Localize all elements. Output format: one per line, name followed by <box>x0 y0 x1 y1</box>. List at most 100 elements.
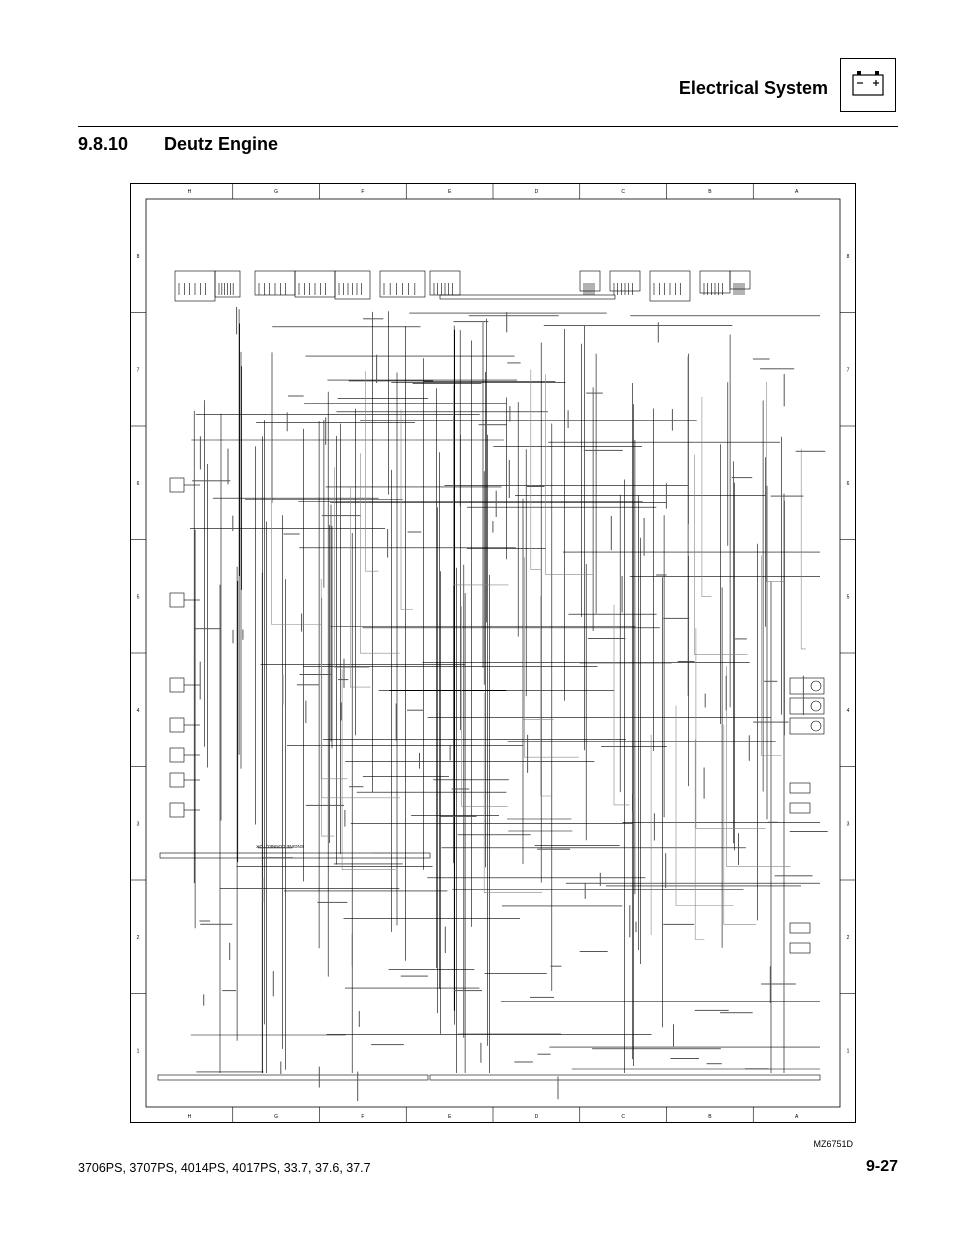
wire-label-mark <box>744 1068 769 1070</box>
figure-id: MZ6751D <box>813 1139 853 1149</box>
wire-label-mark <box>358 1011 360 1027</box>
wire-label-mark <box>587 638 626 639</box>
wire-label-mark <box>453 321 489 323</box>
wire-label-mark <box>643 517 645 556</box>
wire-gray <box>321 636 335 837</box>
component-connector <box>379 270 426 298</box>
wire-gray <box>334 467 370 668</box>
wire-label-mark <box>222 990 237 992</box>
wire-label-mark <box>242 629 244 640</box>
wire-label-mark <box>262 877 264 903</box>
wire-gray <box>350 487 371 688</box>
component-switch <box>789 782 811 794</box>
wire-label-mark <box>192 480 231 482</box>
grid-row-label-right: 7 <box>847 367 850 373</box>
grid-row-label-right: 3 <box>847 821 850 827</box>
grid-col-label-bottom: H <box>188 1114 192 1120</box>
wire-label-mark <box>795 450 826 452</box>
wire-label-mark <box>734 638 747 640</box>
wire-gray <box>800 448 806 650</box>
wire-label-mark <box>478 424 507 426</box>
component-sensor <box>169 802 185 818</box>
wire-gray <box>524 557 579 758</box>
wire-label-mark <box>305 700 307 724</box>
footer-models: 3706PS, 3707PS, 4014PS, 4017PS, 33.7, 37… <box>78 1161 371 1175</box>
grid-col-label-top: A <box>795 189 799 195</box>
wire-label-mark <box>301 613 303 632</box>
wire-label-mark <box>344 809 346 827</box>
header-rule <box>78 126 898 127</box>
wire-gray <box>701 396 712 598</box>
wire-label-mark <box>665 483 667 509</box>
grid-row-label-left: 6 <box>137 481 140 487</box>
wire-label-mark <box>677 661 695 662</box>
wire-label-mark <box>363 318 384 320</box>
wire-label-mark <box>584 883 586 899</box>
wire-label-mark <box>343 658 345 688</box>
section-heading: 9.8.10 Deutz Engine <box>78 134 278 155</box>
wire-label-mark <box>453 990 482 992</box>
wire-gray <box>613 604 630 806</box>
wire-label-mark <box>530 996 554 998</box>
wire-label-mark <box>767 821 778 823</box>
engine-connector-label: ENGINE CONNECTOR <box>256 844 304 849</box>
wire-label-mark <box>283 533 300 535</box>
wire-label-mark <box>376 354 378 383</box>
wire-label-mark <box>318 1066 320 1088</box>
wire-label-mark <box>232 515 234 531</box>
wire-label-mark <box>325 417 327 445</box>
grid-row-label-right: 5 <box>847 594 850 600</box>
wire-label-mark <box>317 901 348 903</box>
wire-gray <box>365 371 379 572</box>
component-sensor <box>169 747 185 763</box>
wire-label-mark <box>199 661 201 700</box>
wire-label-mark <box>440 815 477 817</box>
wire-gray <box>530 369 541 570</box>
wire-label-mark <box>338 679 349 681</box>
wire-label-mark <box>199 920 211 922</box>
diagram-inner-frame <box>145 198 841 1108</box>
wire-label-mark <box>567 410 569 428</box>
grid-row-label-left: 1 <box>137 1048 140 1054</box>
component-switch <box>789 942 811 954</box>
wire-label-mark <box>296 684 320 686</box>
grid-row-label-right: 4 <box>847 708 850 714</box>
grid-row-label-left: 3 <box>137 821 140 827</box>
wire-label-mark <box>282 674 284 705</box>
wire-label-mark <box>704 693 706 708</box>
wire-label-mark <box>557 1076 559 1100</box>
wire-label-mark <box>449 744 451 761</box>
wire-label-mark <box>480 1042 482 1063</box>
wire-label-mark <box>280 1061 282 1074</box>
grid-row-label-right: 6 <box>847 481 850 487</box>
wire-label-mark <box>629 905 631 938</box>
wire-label-mark <box>632 794 634 812</box>
wire-label-mark <box>527 486 545 487</box>
component-connector <box>649 270 691 302</box>
component-module <box>789 717 825 735</box>
wire-label-mark <box>371 852 398 854</box>
wire-label-mark <box>665 853 667 889</box>
wire-label-mark <box>258 847 293 849</box>
wire-label-mark <box>286 412 288 432</box>
component-sensor <box>169 592 185 608</box>
component-coil <box>810 720 822 732</box>
wire-label-mark <box>305 804 345 806</box>
wire-label-mark <box>671 409 673 431</box>
wire-label-mark <box>387 529 389 558</box>
grid-col-label-top: F <box>361 189 364 195</box>
wire-label-mark <box>635 921 637 933</box>
section-title: Deutz Engine <box>164 134 279 154</box>
wire-label-mark <box>725 675 727 711</box>
wire-label-mark <box>720 1012 753 1014</box>
wire-label-mark <box>229 942 231 960</box>
page-number: 9-27 <box>865 1158 898 1175</box>
section-number: 9.8.10 <box>78 134 129 154</box>
wire-label-mark <box>444 926 446 953</box>
grid-row-label-right: 1 <box>847 1048 850 1054</box>
wire-label-mark <box>586 392 603 394</box>
grid-row-label-right: 8 <box>847 254 850 260</box>
wire-label-mark <box>706 1063 722 1065</box>
component-connector <box>214 270 241 298</box>
